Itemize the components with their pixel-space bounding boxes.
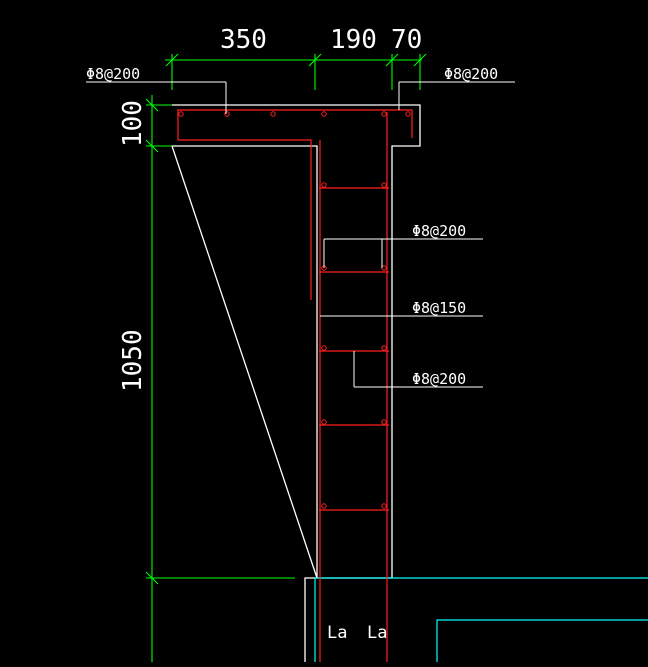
dim-70: 70 xyxy=(391,25,422,55)
rebar-label-wall-1: Φ8@200 xyxy=(412,222,466,240)
rebar-cage xyxy=(177,109,413,662)
rebar-label-wall-3: Φ8@200 xyxy=(412,370,466,388)
top-dimension-line xyxy=(165,53,427,90)
rebar-label-slab-right: Φ8@200 xyxy=(444,65,498,83)
dim-100: 100 xyxy=(118,100,148,147)
rebar-label-slab-left: Φ8@200 xyxy=(86,65,140,83)
dim-190: 190 xyxy=(330,25,377,55)
anchorage-label-right: La xyxy=(367,623,387,643)
rebar-label-wall-2: Φ8@150 xyxy=(412,299,466,317)
dim-1050: 1050 xyxy=(118,329,148,392)
dim-350: 350 xyxy=(220,25,267,55)
left-dimension-line xyxy=(145,95,295,662)
concrete-outline xyxy=(171,104,421,662)
slab-top-bar xyxy=(177,109,413,140)
anchorage-label-left: La xyxy=(327,623,347,643)
ground-lines xyxy=(314,577,648,662)
slab-bottom-bar xyxy=(178,139,312,300)
rebar-dots xyxy=(178,111,411,509)
leader-lines xyxy=(86,81,515,388)
